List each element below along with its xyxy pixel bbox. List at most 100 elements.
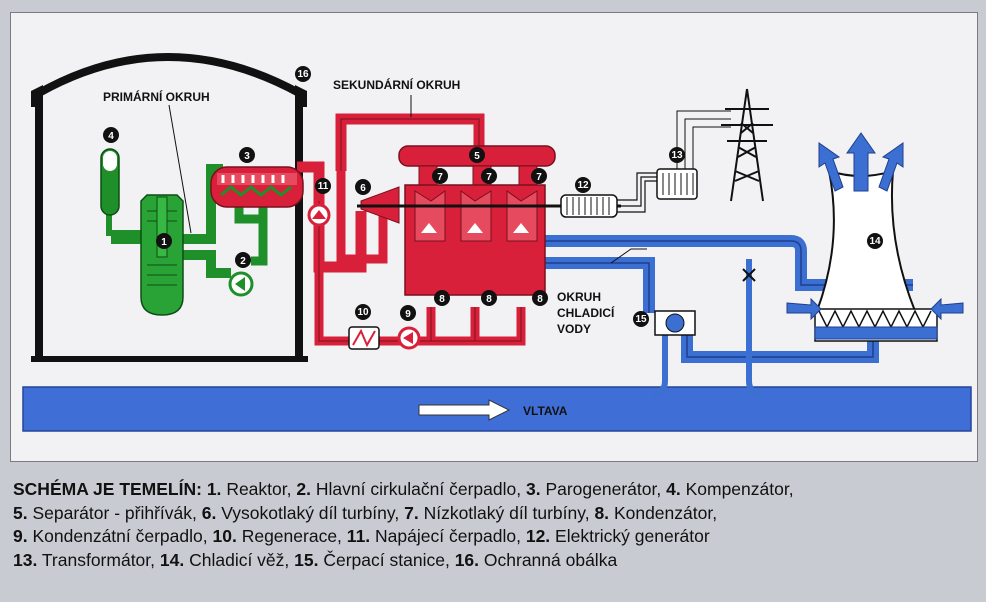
containment-building	[31, 53, 308, 362]
legend-text: Transformátor,	[41, 549, 156, 570]
badge-2: 2	[235, 252, 251, 268]
badge-9: 9	[400, 305, 416, 321]
svg-text:3: 3	[244, 151, 250, 162]
feed-pump	[307, 203, 331, 227]
svg-text:7: 7	[536, 172, 542, 183]
legend-text: Ochranná obálka	[483, 549, 618, 570]
main-circulation-pump	[228, 271, 254, 297]
badge-1: 1	[156, 233, 172, 249]
svg-text:10: 10	[357, 307, 369, 318]
power-pylon	[721, 88, 773, 202]
legend-text: Kondenzátor,	[613, 502, 718, 523]
legend-num: 6.	[201, 502, 217, 523]
svg-text:14: 14	[869, 236, 881, 247]
legend-num: 5.	[13, 502, 28, 523]
badge-8b: 8	[481, 290, 497, 306]
badge-10: 10	[355, 304, 371, 320]
badge-3: 3	[239, 147, 255, 163]
legend-num: 10.	[212, 526, 237, 546]
svg-text:16: 16	[297, 69, 309, 80]
power-plant-diagram: VLTAVA	[22, 53, 972, 432]
svg-text:2: 2	[240, 256, 246, 267]
svg-text:8: 8	[537, 294, 543, 305]
badge-7c: 7	[531, 168, 547, 184]
cooling-circuit-label-1: OKRUH	[557, 290, 601, 304]
legend-text: Chladicí věž,	[189, 549, 290, 570]
reactor	[140, 194, 184, 316]
badge-8a: 8	[434, 290, 450, 306]
cooling-circuit-label-3: VODY	[557, 322, 591, 336]
svg-text:1: 1	[161, 237, 167, 248]
legend-text: Regenerace,	[241, 526, 342, 546]
svg-text:7: 7	[486, 172, 492, 183]
flow-arrow-icon	[418, 399, 511, 421]
legend-text: Kondenzátní čerpadlo,	[32, 526, 208, 546]
cooling-circuit-label-2: CHLADICÍ	[557, 305, 615, 320]
legend-text: Napájecí čerpadlo,	[375, 526, 521, 546]
svg-text:8: 8	[486, 294, 492, 305]
legend-num: 11.	[346, 526, 371, 546]
legend-text: Čerpací stanice,	[323, 549, 450, 570]
legend-text: Reaktor,	[226, 479, 292, 499]
legend-num: 2.	[296, 479, 311, 499]
badge-12: 12	[575, 177, 591, 193]
svg-text:8: 8	[439, 294, 445, 305]
legend-title: SCHÉMA JE TEMELÍN:	[13, 479, 202, 499]
pumping-station	[654, 310, 696, 336]
svg-text:7: 7	[437, 172, 443, 183]
svg-text:12: 12	[577, 180, 589, 191]
legend-line-3: 9. Kondenzátní čerpadlo, 10. Regenerace,…	[13, 525, 973, 549]
river-vltava: VLTAVA	[22, 386, 972, 432]
legend-num: 8.	[594, 502, 610, 523]
legend-line-4: 13. Transformátor, 14. Chladicí věž, 15.…	[13, 549, 973, 573]
badge-8c: 8	[532, 290, 548, 306]
legend-line-2: 5. Separátor - přihřívák, 6. Vysokotlaký…	[13, 502, 973, 526]
legend-num: 12.	[525, 526, 551, 546]
steam-generator	[210, 166, 304, 208]
legend-text: Hlavní cirkulační čerpadlo,	[315, 479, 522, 499]
leader-lines	[168, 95, 647, 264]
diagram-frame: VLTAVA	[10, 12, 978, 462]
river-label: VLTAVA	[523, 404, 568, 418]
valve-icon	[742, 268, 756, 282]
condensate-pump	[397, 326, 421, 350]
badge-16: 16	[295, 66, 311, 82]
legend-num: 13.	[13, 549, 38, 570]
legend-num: 1.	[206, 479, 222, 499]
secondary-circuit-label: SEKUNDÁRNÍ OKRUH	[333, 77, 460, 92]
badge-7a: 7	[432, 168, 448, 184]
svg-text:4: 4	[108, 131, 114, 142]
legend-text: Parogenerátor,	[545, 479, 662, 499]
legend-text: Nízkotlaký díl turbíny,	[423, 502, 590, 523]
electric-generator	[545, 172, 657, 218]
legend-text: Kompenzátor,	[685, 479, 794, 499]
badge-13: 13	[669, 147, 685, 163]
legend-num: 7.	[404, 502, 419, 523]
legend-num: 9.	[13, 526, 28, 546]
pressurizer	[100, 148, 120, 216]
legend-num: 15.	[294, 549, 319, 570]
badge-14: 14	[867, 233, 883, 249]
legend-num: 14.	[159, 549, 185, 570]
turbine-set	[357, 184, 557, 296]
regeneration-heater	[348, 326, 380, 350]
svg-text:9: 9	[405, 309, 411, 320]
svg-text:6: 6	[360, 183, 366, 194]
legend-num: 16.	[454, 549, 480, 570]
legend-text: Separátor - přihřívák,	[32, 502, 197, 523]
badge-15: 15	[633, 311, 649, 327]
legend-num: 3.	[525, 479, 541, 499]
legend-text: Vysokotlaký díl turbíny,	[221, 502, 400, 523]
legend-line-1: SCHÉMA JE TEMELÍN: 1. Reaktor, 2. Hlavní…	[13, 478, 973, 502]
badge-11: 11	[315, 178, 331, 194]
svg-text:5: 5	[474, 151, 480, 162]
transformer	[656, 110, 731, 200]
svg-text:13: 13	[671, 150, 683, 161]
badge-5: 5	[469, 147, 485, 163]
badge-7b: 7	[481, 168, 497, 184]
svg-text:11: 11	[318, 181, 329, 192]
cooling-tower	[786, 132, 964, 342]
legend-text: Elektrický generátor	[555, 526, 710, 546]
badge-4: 4	[103, 127, 119, 143]
legend-caption: SCHÉMA JE TEMELÍN: 1. Reaktor, 2. Hlavní…	[13, 478, 973, 572]
